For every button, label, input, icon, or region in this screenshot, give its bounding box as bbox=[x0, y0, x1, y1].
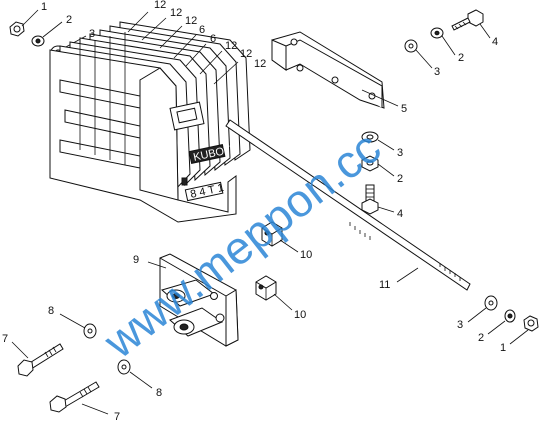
callout-6-a: 6 bbox=[199, 24, 205, 36]
callout-12-c: 12 bbox=[185, 15, 197, 27]
nut-bottom-right bbox=[523, 315, 539, 332]
suitcase-weight-stack: KUBOTA 8 4 T 1 bbox=[49, 21, 251, 223]
callout-8-upper: 8 bbox=[48, 305, 54, 317]
callout-3-bottom-right: 3 bbox=[457, 319, 463, 331]
callout-7-lower: 7 bbox=[114, 411, 120, 422]
callout-5: 5 bbox=[401, 103, 407, 115]
callout-2-bottom-right: 2 bbox=[478, 332, 484, 344]
callout-2-top-right: 2 bbox=[458, 52, 464, 64]
bolt-center bbox=[361, 184, 379, 215]
lock-washer-top-left bbox=[31, 35, 45, 47]
callout-1-bottom-right: 1 bbox=[500, 342, 506, 354]
flat-washer-left-lower bbox=[117, 359, 131, 375]
callout-4-center: 4 bbox=[397, 208, 403, 220]
callout-12-b: 12 bbox=[170, 7, 182, 19]
callout-3-top-right: 3 bbox=[434, 66, 440, 78]
callout-3-center: 3 bbox=[397, 147, 403, 159]
bolt-top-right bbox=[451, 9, 484, 31]
callout-12-a: 12 bbox=[154, 0, 166, 11]
lock-washer-bottom-right bbox=[504, 309, 516, 323]
tie-rod bbox=[225, 119, 471, 291]
flat-washer-left-upper bbox=[83, 323, 97, 339]
weight-stamp: 8 4 T 1 bbox=[189, 182, 225, 201]
callout-3-top-left: 3 bbox=[89, 28, 95, 40]
lock-washer-center bbox=[361, 155, 379, 172]
spacer-block-upper bbox=[261, 221, 283, 247]
callout-12-f: 12 bbox=[254, 58, 266, 70]
flat-washer-top-right bbox=[404, 39, 418, 53]
callout-2-center: 2 bbox=[397, 173, 403, 185]
callout-12-e: 12 bbox=[240, 48, 252, 60]
callout-6-b: 6 bbox=[210, 33, 216, 45]
lock-washer-top-right bbox=[430, 27, 444, 39]
callout-2-top-left: 2 bbox=[66, 14, 72, 26]
callout-10-upper: 10 bbox=[300, 249, 312, 261]
callout-8-lower: 8 bbox=[156, 387, 162, 399]
callout-9: 9 bbox=[133, 254, 139, 266]
callout-7-upper: 7 bbox=[2, 333, 8, 345]
bolt-left-upper bbox=[17, 343, 64, 377]
mounting-bracket bbox=[271, 31, 385, 109]
callout-12-d: 12 bbox=[225, 40, 237, 52]
callout-4-top-right: 4 bbox=[492, 36, 498, 48]
mounting-plate bbox=[159, 253, 239, 347]
nut-top-left bbox=[9, 21, 25, 37]
callout-11: 11 bbox=[379, 279, 390, 291]
bolt-left-lower bbox=[49, 381, 100, 413]
flat-washer-bottom-right bbox=[484, 295, 498, 311]
callout-1-top-left: 1 bbox=[41, 1, 47, 13]
callout-10-lower: 10 bbox=[294, 309, 306, 321]
spacer-block-lower bbox=[255, 275, 277, 301]
flat-washer-center bbox=[361, 131, 379, 143]
